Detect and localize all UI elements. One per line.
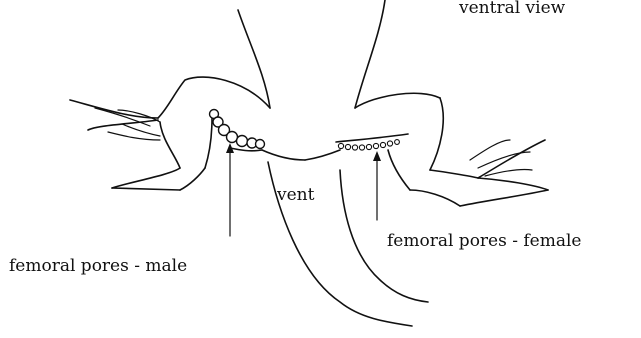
vent-label: vent: [276, 185, 315, 205]
body-outline: [238, 0, 385, 108]
male-pores-label: femoral pores - male: [9, 256, 187, 276]
vent-region: [230, 148, 340, 160]
arrow-female: [373, 151, 381, 220]
left-hind-leg: [70, 77, 270, 190]
female-pores-label: femoral pores - female: [387, 231, 582, 251]
femoral-pores-male: [210, 110, 265, 149]
right-hind-leg: [355, 93, 548, 206]
arrow-male: [226, 143, 234, 236]
view-label: ventral view: [458, 0, 566, 18]
femoral-pores-female: [336, 134, 408, 150]
